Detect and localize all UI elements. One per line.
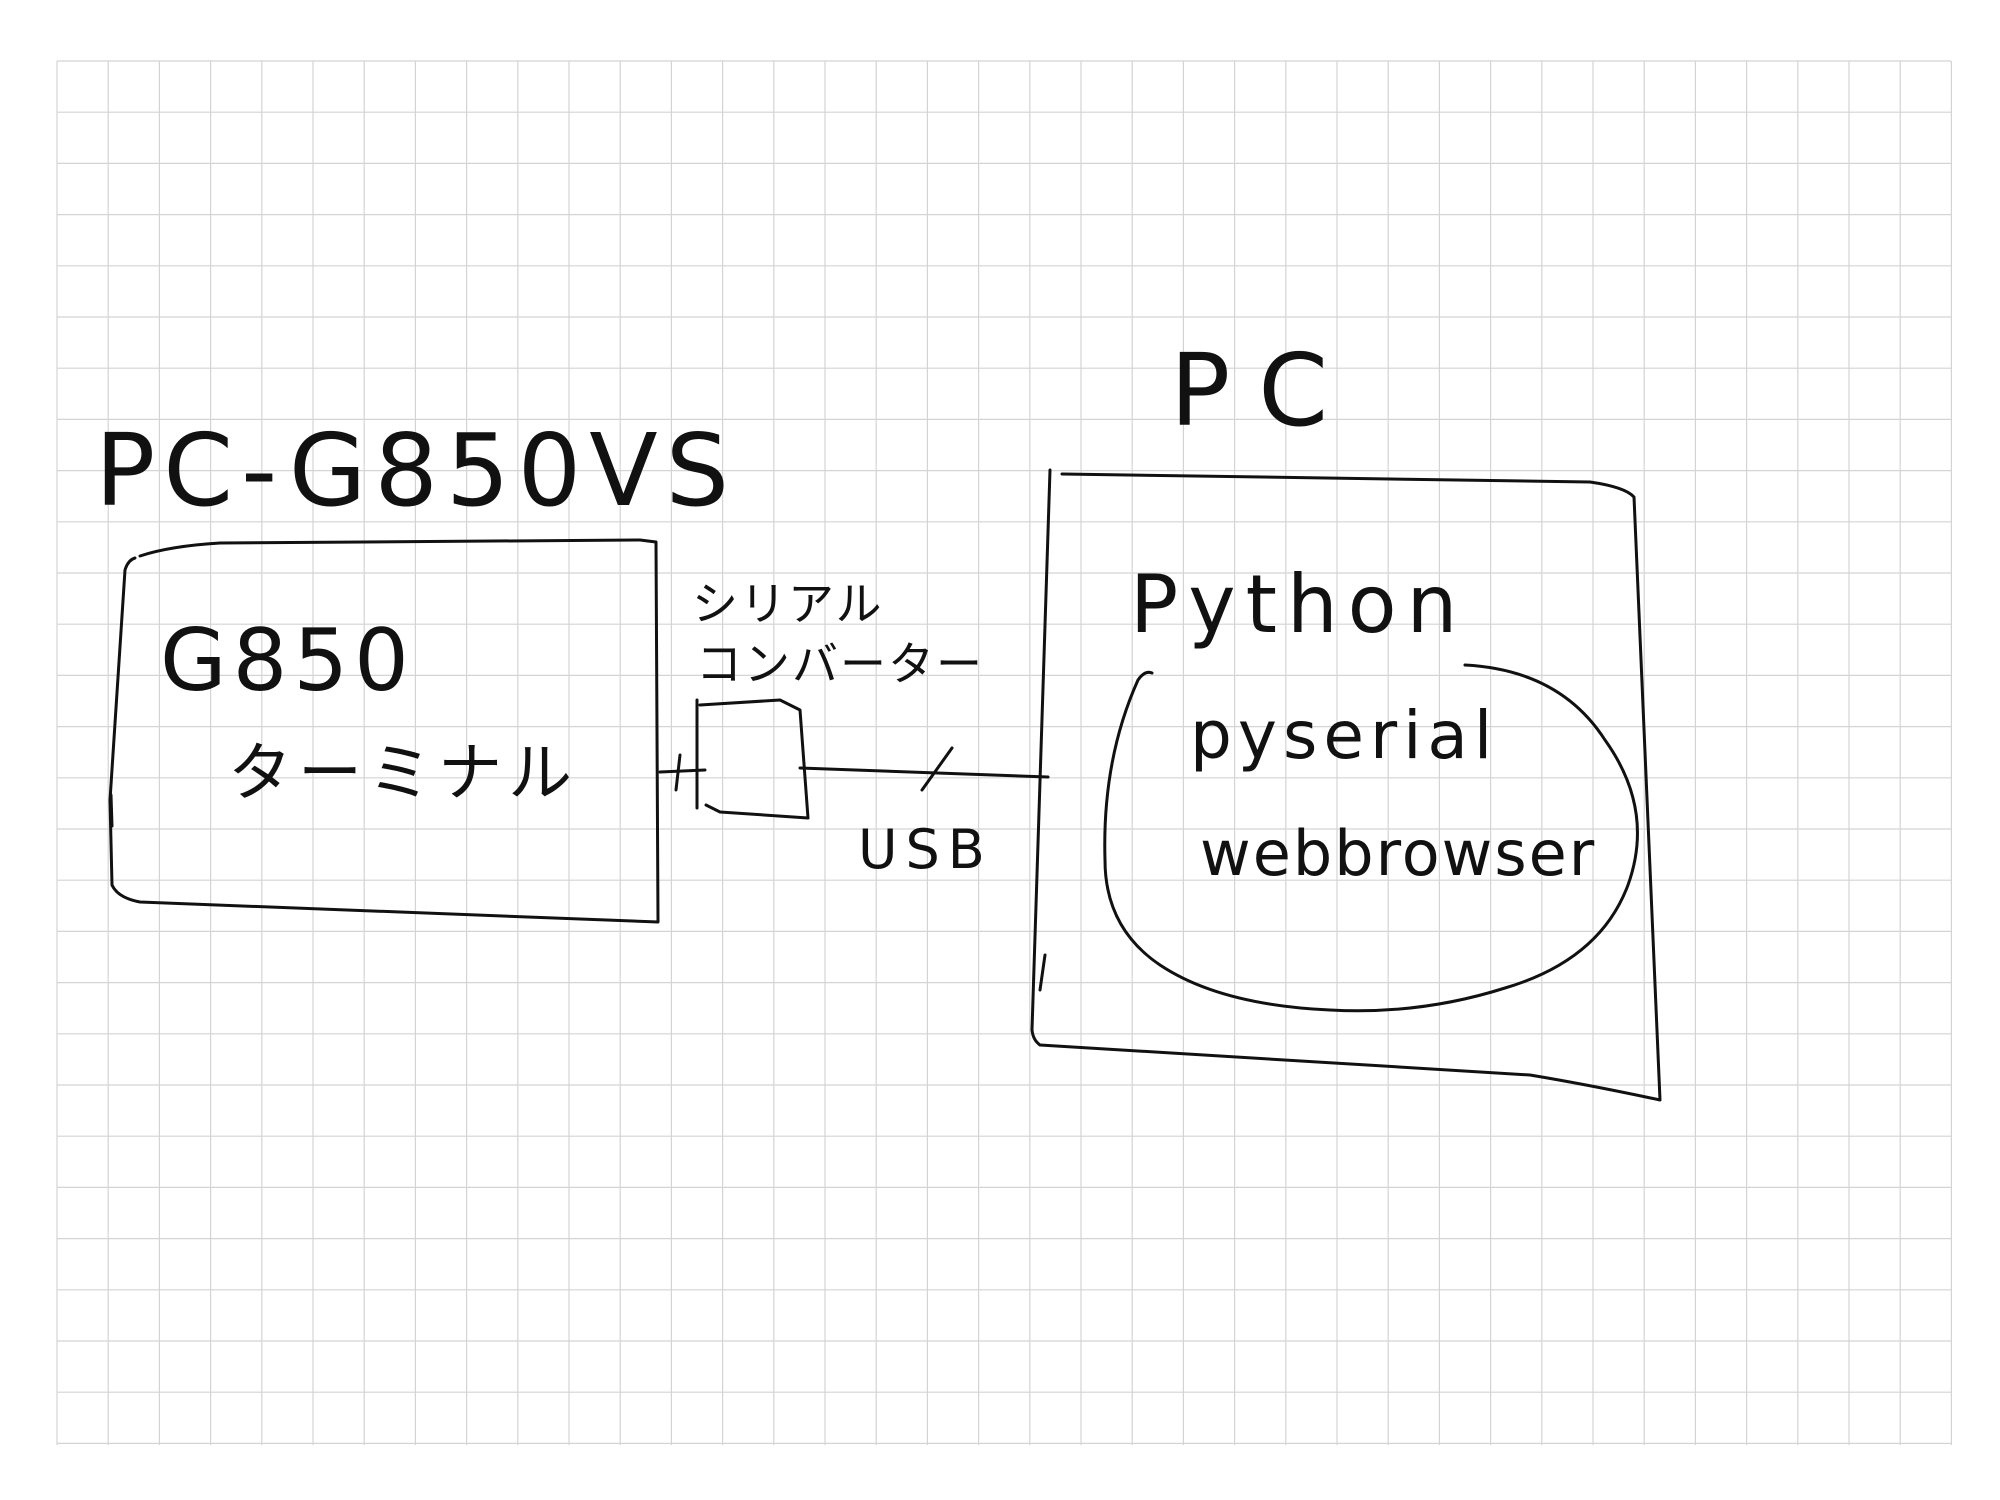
right-device-title: PC <box>1170 332 1356 449</box>
runtime-label: Python <box>1130 558 1467 651</box>
usb-cable-line <box>798 766 1050 779</box>
converter-line1: シリアル <box>692 577 884 631</box>
module-webbrowser: webbrowser <box>1200 817 1596 890</box>
left-device: PC-G850VS G850 ターミナル <box>95 412 737 924</box>
right-device-box-tick <box>1038 953 1047 992</box>
usb-cable-slash <box>920 746 954 792</box>
module-pyserial: pyserial <box>1190 697 1498 774</box>
left-device-line1: G850 <box>160 611 415 711</box>
right-device-box <box>1030 468 1662 1102</box>
serial-connector-tick <box>674 753 682 792</box>
left-device-box <box>108 538 660 924</box>
serial-converter: シリアル コンバーター <box>692 577 984 820</box>
right-device: PC Python pyserial webbrowser <box>1030 332 1662 1102</box>
left-device-title: PC-G850VS <box>95 412 737 529</box>
left-device-box-tick <box>109 793 114 828</box>
left-device-line2: ターミナル <box>228 737 578 811</box>
grid-lines <box>56 60 1953 1445</box>
converter-box <box>698 698 810 820</box>
python-environment-outline <box>1103 663 1639 1013</box>
converter-line2: コンバーター <box>696 637 984 691</box>
usb-cable: USB <box>798 746 1050 881</box>
usb-label: USB <box>858 818 993 881</box>
